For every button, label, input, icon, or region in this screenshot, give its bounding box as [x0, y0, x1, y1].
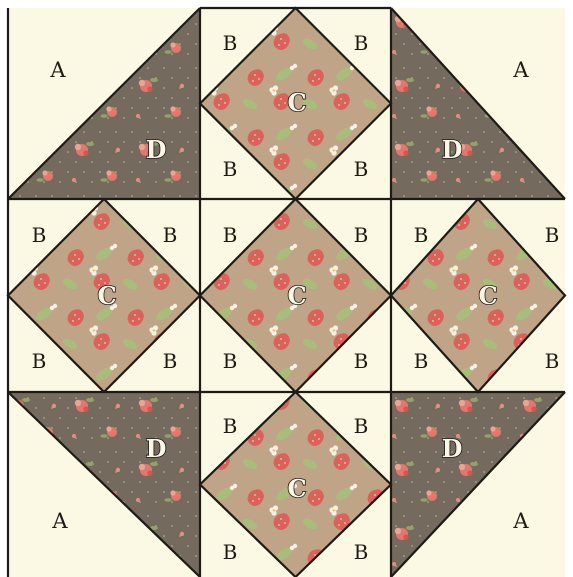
- label-d-top-right: D: [442, 135, 463, 164]
- label-d-bottom-left: D: [146, 434, 167, 463]
- label-c-bottom: C: [287, 474, 306, 503]
- label-c-left: C: [97, 281, 116, 310]
- label-b: B: [223, 414, 238, 438]
- label-b: B: [414, 349, 429, 373]
- label-b: B: [223, 223, 238, 247]
- label-b: B: [414, 223, 429, 247]
- label-b: B: [354, 223, 369, 247]
- label-b: B: [163, 349, 178, 373]
- label-a-top-left: A: [49, 58, 66, 82]
- label-b: B: [354, 349, 369, 373]
- label-c-right: C: [478, 281, 497, 310]
- label-b: B: [354, 31, 369, 55]
- label-b: B: [354, 414, 369, 438]
- label-c-center: C: [287, 281, 306, 310]
- label-b: B: [223, 157, 238, 181]
- label-b: B: [223, 31, 238, 55]
- label-b: B: [354, 157, 369, 181]
- label-b: B: [163, 223, 178, 247]
- label-a-bottom-left: A: [51, 509, 68, 533]
- label-a-top-right: A: [512, 58, 529, 82]
- label-b: B: [223, 540, 238, 564]
- label-d-bottom-right: D: [442, 434, 463, 463]
- label-a-bottom-right: A: [512, 509, 529, 533]
- label-b: B: [354, 540, 369, 564]
- label-b: B: [545, 349, 560, 373]
- label-d-top-left: D: [146, 135, 167, 164]
- label-c-top: C: [287, 88, 306, 117]
- label-b: B: [32, 349, 47, 373]
- label-b: B: [32, 223, 47, 247]
- label-b: B: [545, 223, 560, 247]
- label-b: B: [223, 349, 238, 373]
